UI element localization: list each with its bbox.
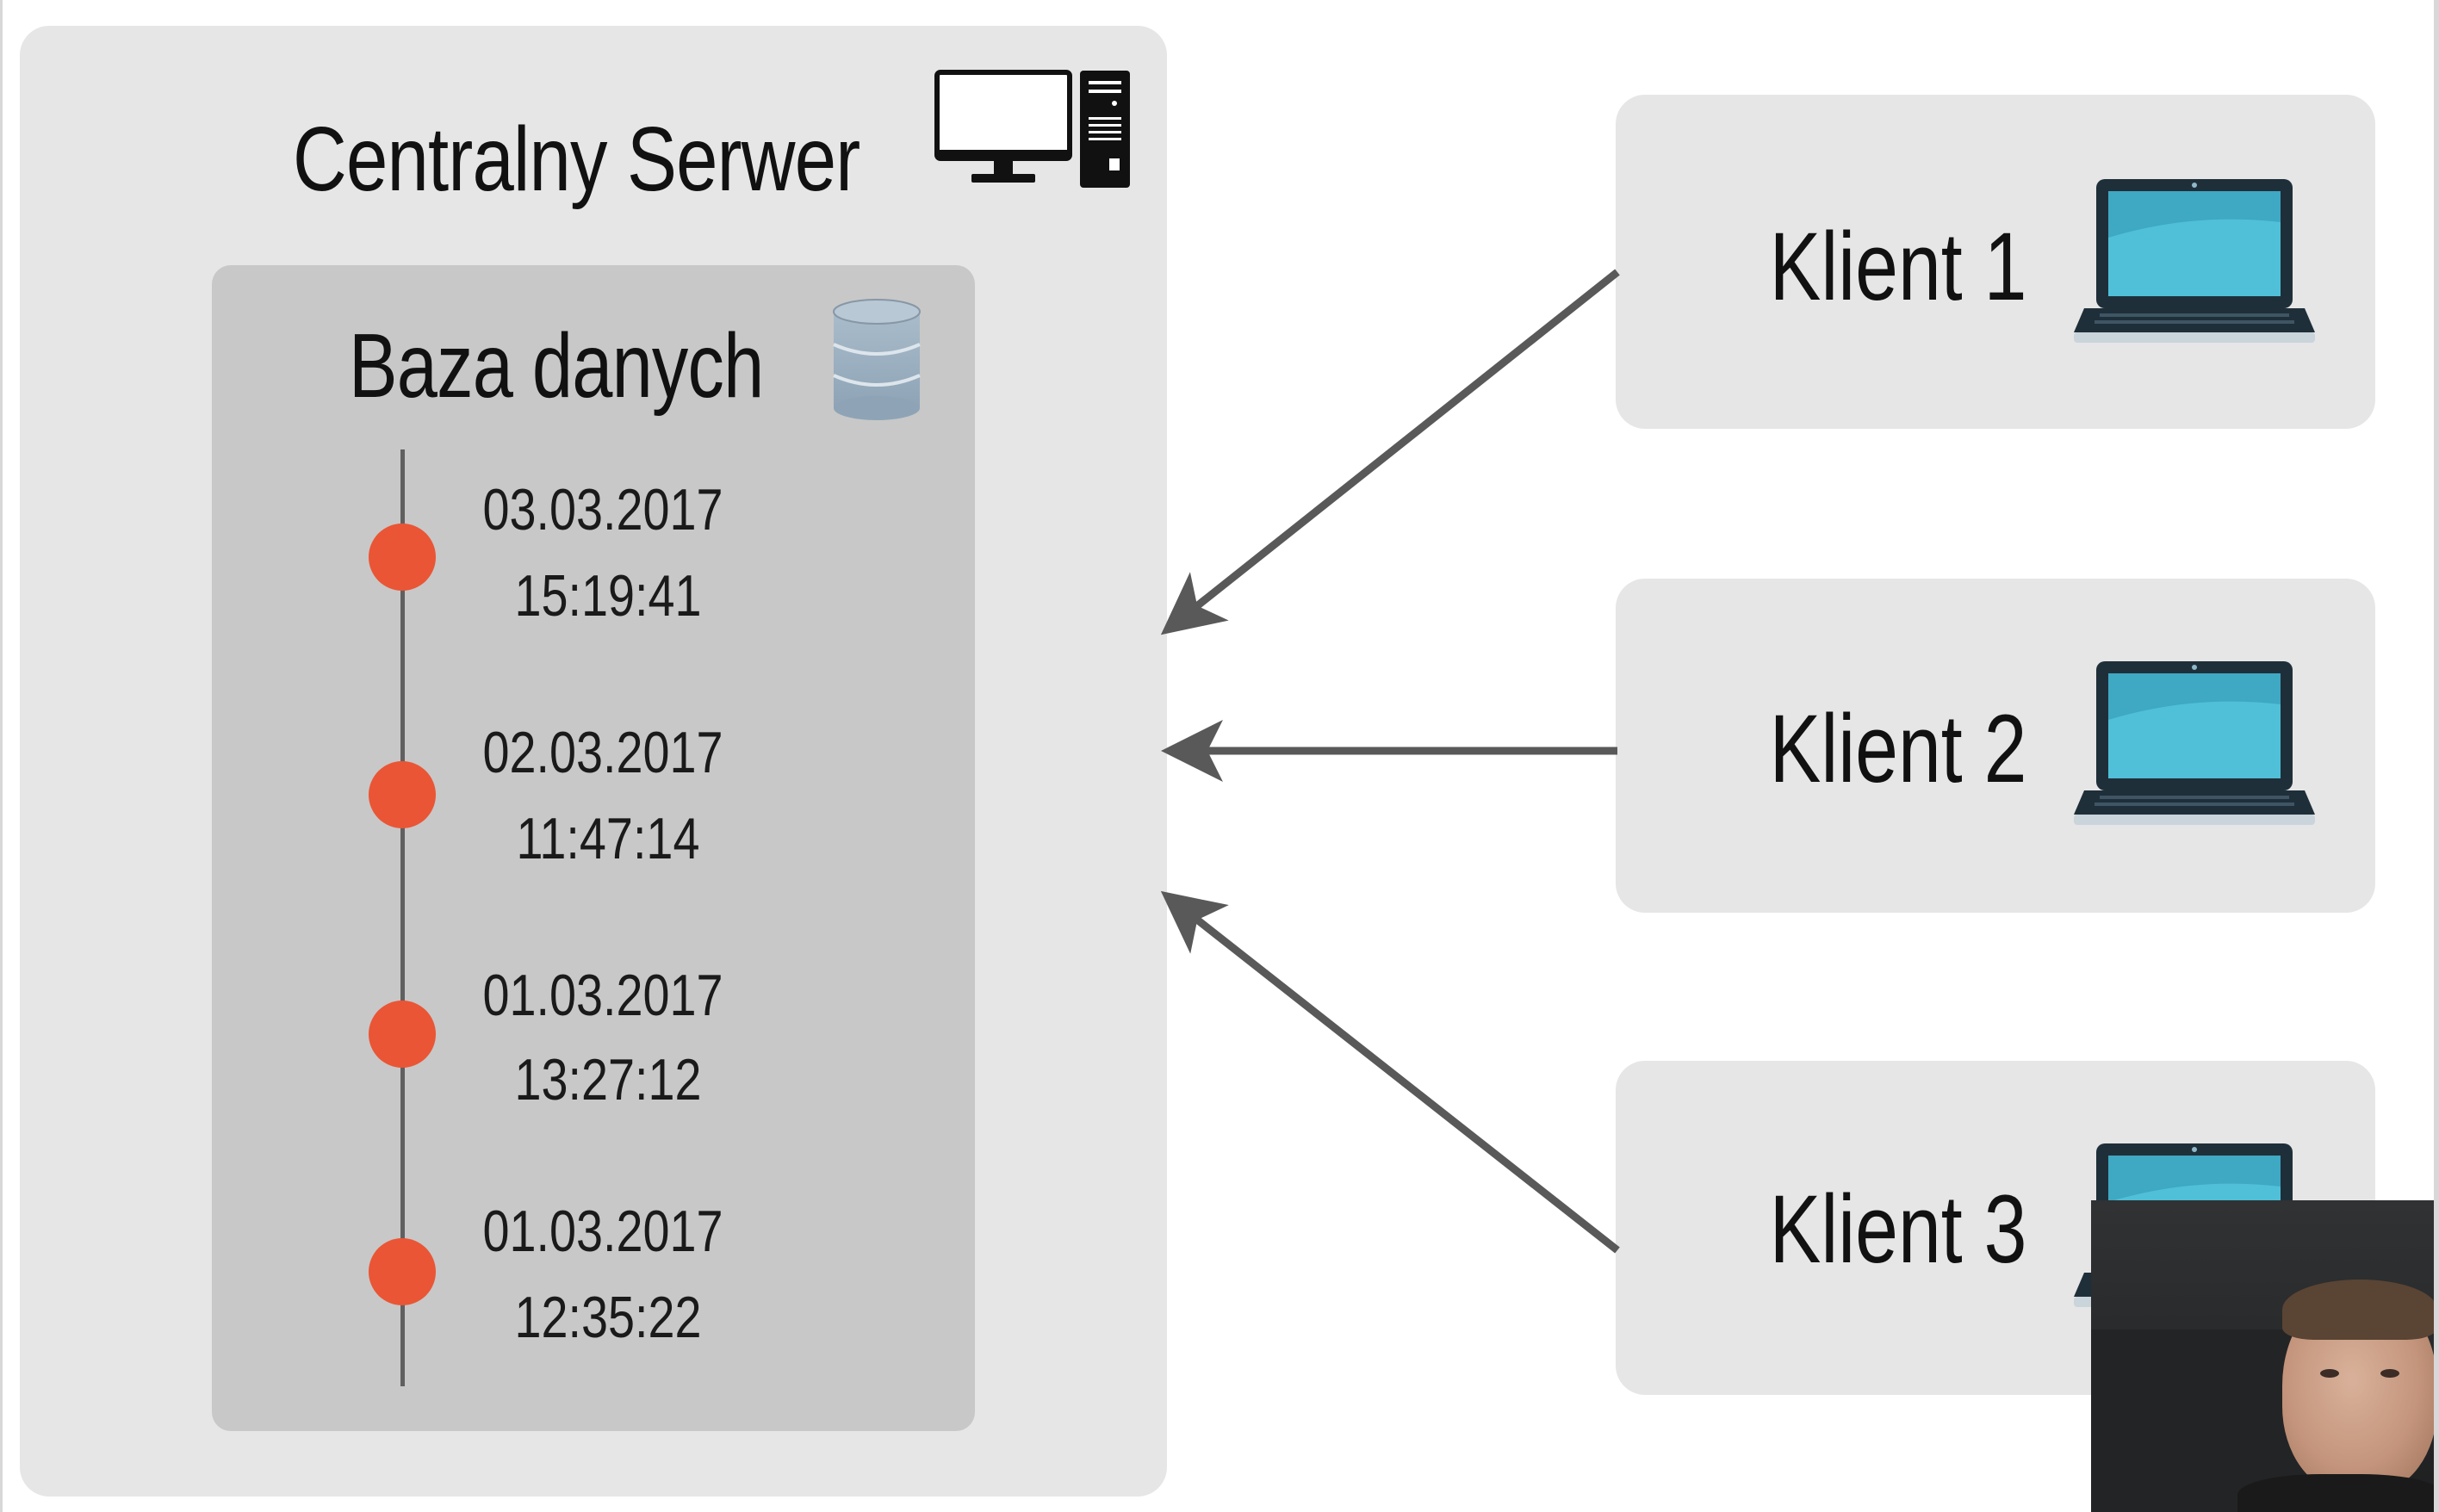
arrow-client-3 (1160, 890, 1620, 1254)
server-tower-icon (1080, 71, 1130, 188)
entry-time: 13:27:12 (514, 1047, 702, 1112)
entry-time: 15:19:41 (514, 563, 702, 629)
server-title: Centralny Serwer (293, 108, 860, 210)
timeline-dot (369, 524, 436, 591)
webcam-overlay (2091, 1200, 2434, 1512)
entry-date: 03.03.2017 (482, 477, 723, 542)
presenter-eye (2320, 1369, 2339, 1378)
presenter-hair (2282, 1280, 2434, 1340)
client-label: Klient 2 (1769, 695, 2027, 802)
timeline-dot (369, 1001, 436, 1068)
entry-time: 11:47:14 (516, 806, 700, 871)
presenter-eye (2380, 1369, 2399, 1378)
entry-date: 01.03.2017 (482, 963, 723, 1028)
timeline-line (400, 449, 405, 1386)
timeline-dot (369, 1238, 436, 1305)
database-icon (833, 299, 921, 420)
presenter-body (2237, 1474, 2434, 1512)
timeline-dot (369, 761, 436, 828)
monitor-icon (934, 70, 1072, 183)
frame-border-right (2434, 0, 2439, 1512)
frame-border-left (0, 0, 3, 1512)
database-title: Baza danych (349, 315, 764, 417)
entry-date: 02.03.2017 (482, 720, 723, 785)
entry-time: 12:35:22 (514, 1285, 702, 1350)
arrow-client-1 (1160, 269, 1620, 635)
laptop-icon (2074, 179, 2315, 343)
client-label: Klient 1 (1769, 213, 2027, 320)
client-label: Klient 3 (1769, 1175, 2027, 1283)
entry-date: 01.03.2017 (482, 1199, 723, 1264)
database-panel (212, 265, 975, 1431)
laptop-icon (2074, 661, 2315, 825)
